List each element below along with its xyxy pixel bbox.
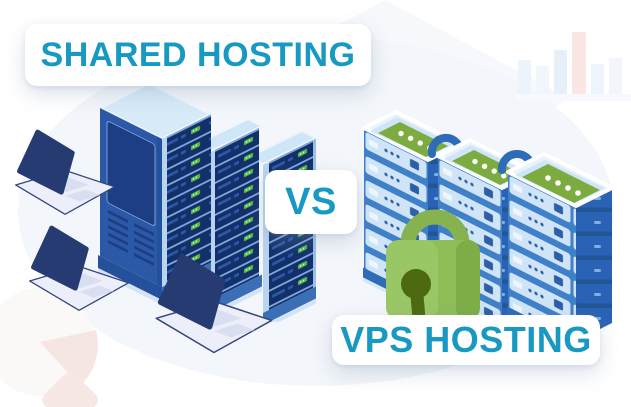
shared-server-rack-icon xyxy=(98,81,317,322)
vps-hosting-title: VPS HOSTING xyxy=(340,319,592,360)
vs-label-card: VS xyxy=(265,170,357,234)
shared-hosting-title: SHARED HOSTING xyxy=(40,35,356,74)
shared-hosting-label-card: SHARED HOSTING xyxy=(25,24,371,86)
laptop-icon xyxy=(152,252,278,359)
vs-title: VS xyxy=(285,180,337,223)
laptop-icon xyxy=(12,128,120,220)
laptop-icon xyxy=(26,224,134,316)
vps-hosting-label-card: VPS HOSTING xyxy=(332,315,600,365)
keyhole xyxy=(401,269,431,320)
bar-chart-decoration-icon xyxy=(516,32,631,101)
pie-chart-decoration-icon xyxy=(0,287,98,407)
padlock-icon xyxy=(386,209,480,320)
server-cabinet xyxy=(98,81,213,306)
